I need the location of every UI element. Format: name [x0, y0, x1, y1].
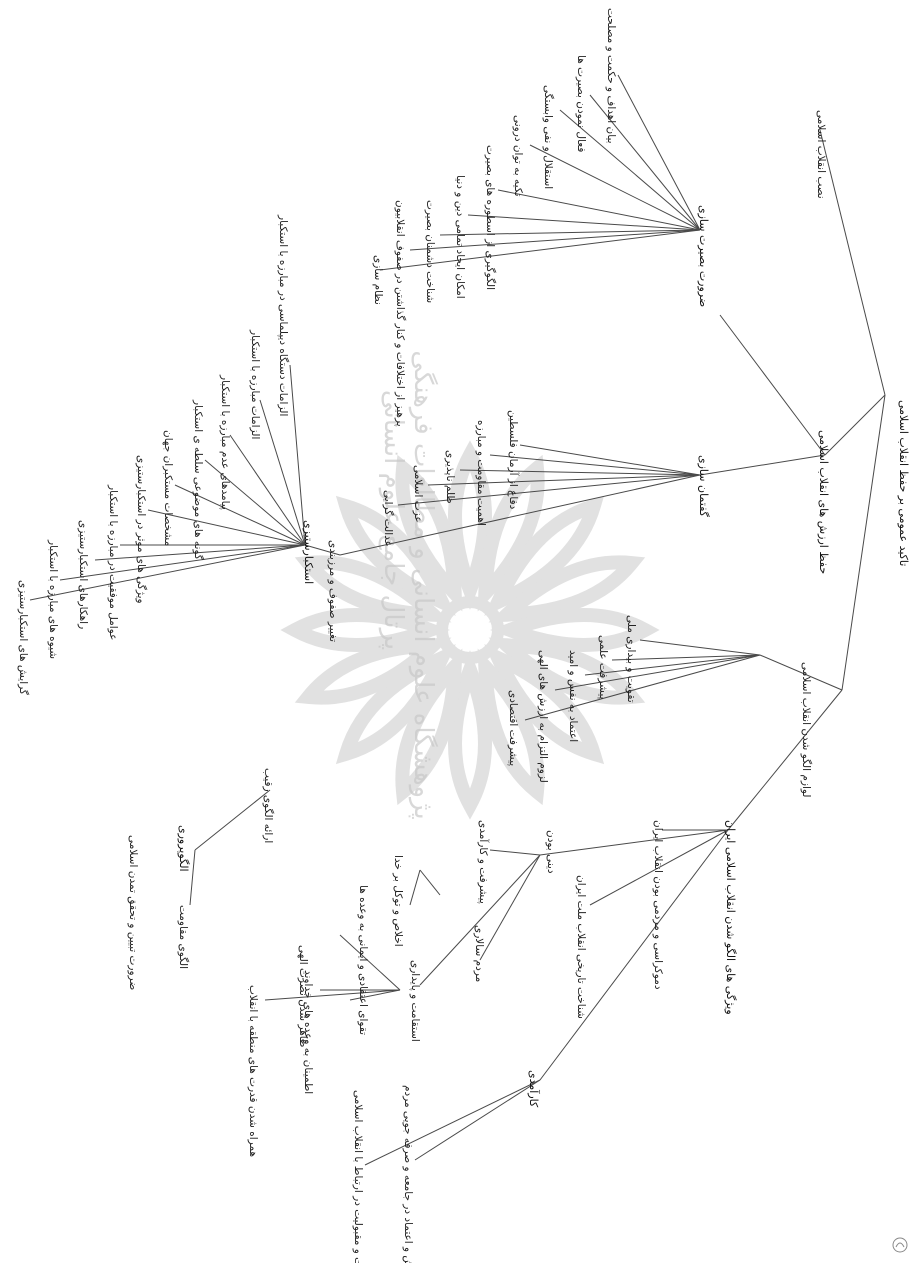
connector-line	[415, 1080, 540, 1160]
node-insight-2: فعال نمودن بصیرت ها	[575, 55, 587, 152]
connector-line	[195, 790, 270, 850]
node-anti-arrogance-5: مشخصات مستکبران جهان	[162, 430, 174, 546]
node-discourse-1: دفاع از آرمان فلسطین	[507, 410, 520, 510]
node-anti-arrogance-6: ویژگی های موثر در استکبارستیزی	[135, 455, 148, 604]
node-install-revolution: نصب انقلاب اسلامی	[815, 110, 827, 199]
connector-line	[260, 400, 305, 545]
node-features-6: اخلاص و توکل بر خدا	[392, 855, 404, 947]
connector-line	[290, 365, 305, 545]
connector-line	[618, 75, 700, 230]
node-discourse-3: ظلم ناپذیری	[444, 450, 456, 504]
node-model-2: پیشرفت علمی	[597, 635, 609, 700]
node-modeling-2: الگوی مقاومت	[177, 905, 190, 969]
watermark-center	[442, 602, 498, 658]
node-efficiency-1: ایجاد آرامش و اعتماد در جامعه و صرفه جوی…	[402, 1085, 415, 1263]
node-anti-arrogance-4: گونه های موضوعی سلطه ی استکبار	[192, 399, 205, 560]
connector-line	[30, 545, 305, 600]
node-anti-arrogance: استکبارستیزی	[302, 520, 315, 584]
node-anti-arrogance-9: شیوه های مبارزه با استکبار	[47, 539, 59, 659]
connector-line	[820, 130, 885, 395]
connector-line	[825, 395, 885, 455]
diagram-labels: تاکید عمومی بر حفظ انقلاب اسلامی حفظ ارز…	[17, 8, 910, 1263]
connector-line	[410, 870, 420, 905]
node-features-3: دینی بودن	[545, 830, 557, 874]
node-discourse-6: تغییر صفوف و مرزبندی	[327, 540, 339, 642]
connector-line	[265, 990, 400, 1000]
node-discourse-4: عزت اسلامی	[412, 465, 424, 523]
connector-line	[230, 435, 305, 545]
node-anti-arrogance-2: الزامات مبارزه با استکبار	[249, 329, 261, 439]
connector-line	[700, 455, 825, 475]
node-root: تاکید عمومی بر حفظ انقلاب اسلامی	[897, 400, 910, 566]
watermark-text: پژوهشگاه علوم انسانی و مطالعات فرهنگی پر…	[378, 350, 439, 819]
connector-line	[842, 395, 885, 690]
node-insight-5: الگوگیری از اسطوره های بصیرت	[484, 145, 497, 290]
watermark-logo	[295, 455, 645, 805]
node-insight-8: پرهیز از اختلافات و کنار گذاشتن در صفوف …	[394, 200, 407, 427]
node-model-1: تقویت و بیداری ملی	[625, 615, 637, 703]
node-anti-arrogance-10: گرایش های استکبارستیزی	[17, 580, 30, 695]
node-discourse: گفتمان سازی	[697, 455, 710, 518]
node-insight-1: بیان اهداف و حکمت و مصلحت	[605, 8, 617, 144]
node-modeling: الگوپروری	[177, 825, 190, 872]
node-model-5: پیشرفت اقتصادی	[507, 690, 519, 766]
node-discourse-5: عدالت گرایی	[382, 490, 395, 547]
node-features-9: ظاهر شدن نصرت الهی	[297, 945, 309, 1047]
watermark-line-1: پژوهشگاه علوم انسانی و مطالعات فرهنگی	[408, 350, 439, 819]
node-modeling-3: ضرورت تبیین و تحقق تمدن اسلامی	[127, 835, 139, 990]
connector-line	[340, 935, 400, 990]
node-model-4: لزوم التزام به ارزش های الهی	[537, 650, 549, 783]
connector-line	[720, 315, 825, 455]
connector-line	[460, 470, 700, 475]
node-spread-revolution: ویژگی های الگو شدن انقلاب اسلامی ایران	[724, 820, 737, 1015]
node-features-1: دموکراسی و مردمی بودن انقلاب ایران	[652, 820, 664, 990]
node-features-5: استقامت و پایداری	[409, 960, 421, 1042]
connector-line	[468, 215, 700, 230]
connector-line	[490, 850, 540, 855]
connector-line	[640, 640, 760, 655]
node-anti-arrogance-8: راهکارهای استکبارستیزی	[77, 520, 89, 629]
connector-line	[365, 1080, 540, 1165]
node-features-4: مردم سالاری	[473, 925, 485, 982]
node-efficiency: کارآمدی	[527, 1070, 541, 1108]
corner-logo-icon	[893, 1238, 907, 1252]
node-discourse-2: اهمیت مقاومت و مبارزه	[475, 420, 487, 526]
node-anti-arrogance-7: عوامل موفقیت در مبارزه با استکبار	[107, 484, 119, 640]
node-efficiency-2: مشروعیت و مقبولیت در ارتباط با انقلاب اس…	[352, 1090, 364, 1263]
connector-line	[540, 830, 728, 855]
node-model-3: اعتماد به نفس و امید	[567, 650, 579, 742]
connector-line	[540, 830, 728, 1080]
connector-line	[728, 690, 842, 830]
node-insight-3: استقلال و نفی وابستگی	[542, 85, 555, 189]
node-preserve-values: حفظ ارزش های انقلاب اسلامی	[817, 430, 830, 574]
node-insight-4: تکیه به توان درونی	[512, 115, 524, 197]
node-features-7: تقوای اعتقادی و ایمانی به وعده ها	[357, 885, 369, 1035]
node-revolution-model: لوازم الگو شدن انقلاب اسلامی	[800, 662, 813, 797]
node-anti-arrogance-3: پیامدهای عدم مبارزه با استکبار	[219, 374, 231, 510]
connector-line	[498, 190, 700, 230]
connector-line	[60, 545, 305, 580]
node-features-10: همراه شدن قدرت های منطقه با انقلاب	[247, 985, 259, 1157]
node-anti-arrogance-1: الزامات دستگاه دیپلماسی در مبارزه با است…	[277, 214, 290, 416]
connector-line	[428, 475, 700, 485]
node-insight: ضرورت بصیرت سازی	[697, 205, 710, 307]
node-features-11: شناخت تاریخی انقلاب ملت ایران	[575, 875, 587, 1019]
connector-line	[420, 870, 440, 895]
connector-line	[398, 475, 700, 505]
node-modeling-1: ارائه الگوی رقیب	[262, 768, 275, 843]
node-insight-9: نظام سازی	[372, 255, 384, 305]
node-features-2: پیشرفت و کارآمدی	[477, 820, 490, 904]
node-insight-6: امکان ایجاد تمامی دین و دنیا	[454, 175, 466, 299]
node-insight-7: شناخت دشمنان بصیرت	[424, 200, 436, 303]
